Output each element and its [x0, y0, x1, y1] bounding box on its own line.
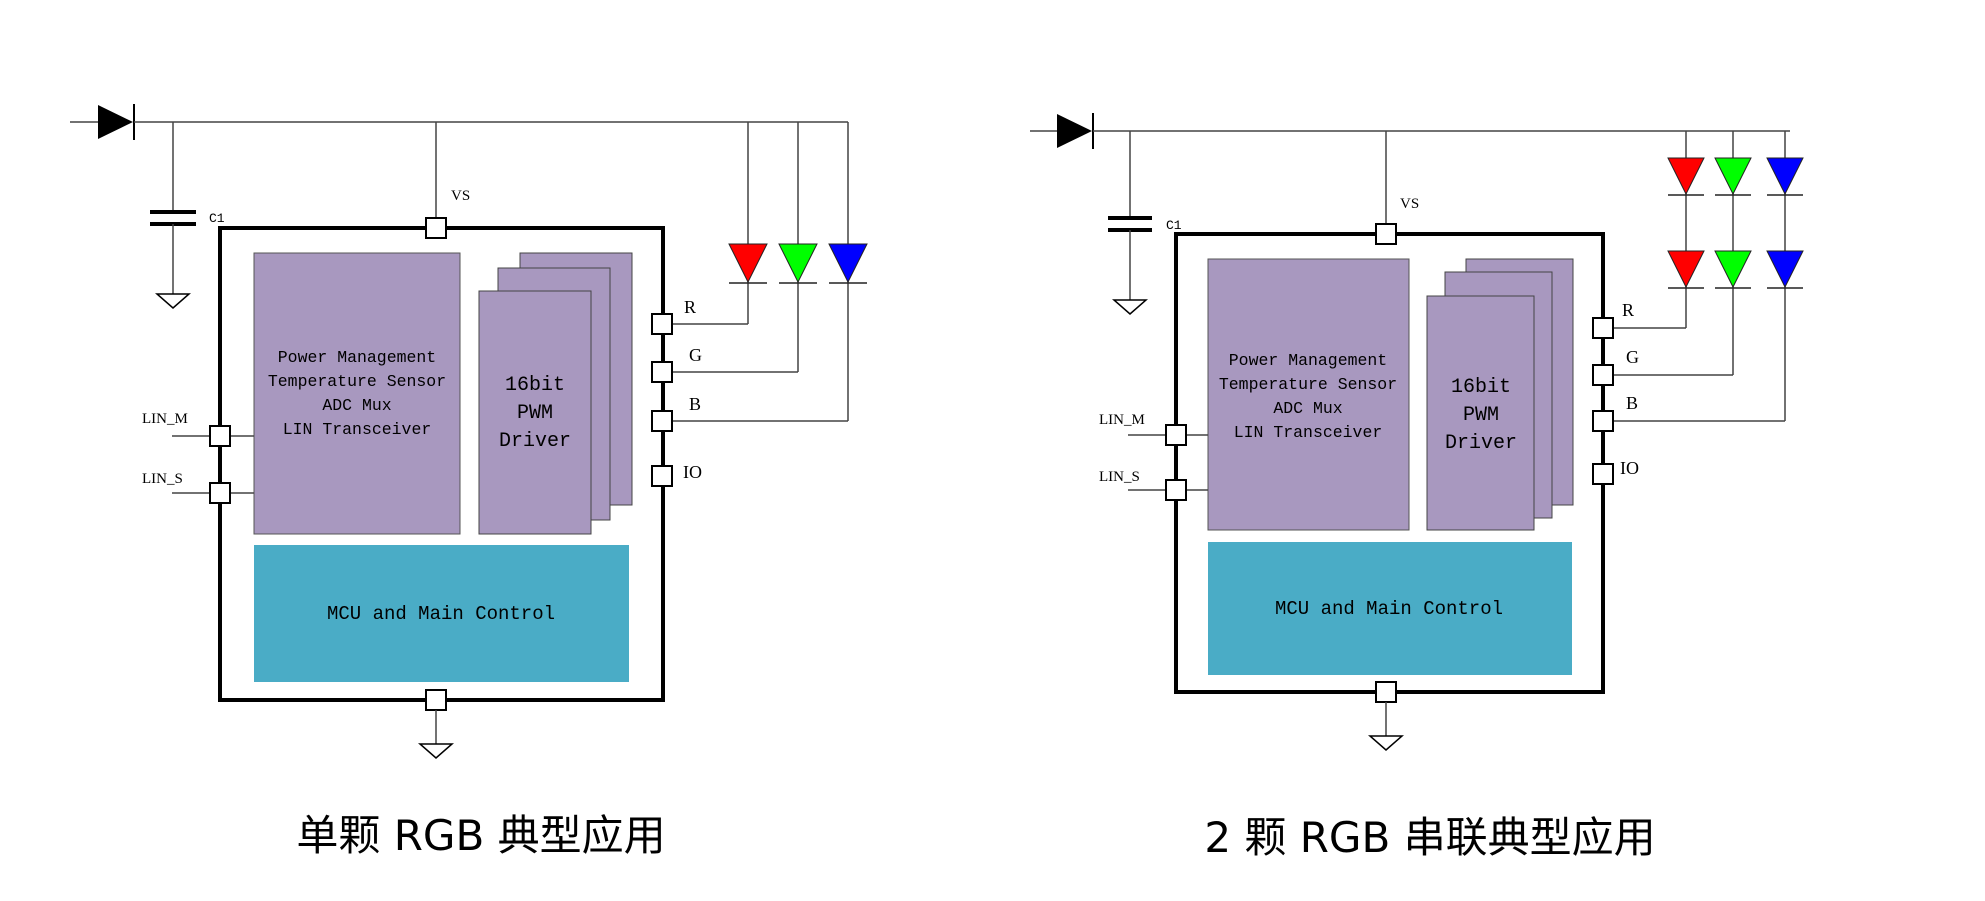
power-block-line: Temperature Sensor: [268, 372, 446, 391]
led-blue-icon: [1766, 157, 1804, 196]
pwm-block-line: 16bit: [1451, 376, 1511, 399]
pin-io: [651, 465, 673, 487]
pin-lin-m: [209, 425, 231, 447]
caption: 2 颗 RGB 串联典型应用: [1204, 813, 1655, 862]
supply-diode-icon: [1057, 114, 1092, 148]
pin-r-label: R: [684, 297, 696, 317]
pin-g: [1592, 364, 1614, 386]
pwm-block-front: [1426, 295, 1535, 531]
pin-r: [1592, 317, 1614, 339]
vs-label: VS: [451, 188, 470, 204]
pin-lin-m: [1165, 424, 1187, 446]
pin-b-label: B: [689, 394, 701, 414]
led-red-icon: [1667, 250, 1705, 289]
power-block-line: Power Management: [278, 348, 436, 367]
pin-gnd: [425, 689, 447, 711]
ground-icon: [418, 743, 454, 759]
led-red-icon: [1667, 157, 1705, 196]
pwm-block-front: [478, 290, 592, 535]
pwm-block-line: PWM: [1463, 404, 1499, 427]
right-diagram: C1 VS Power Management Temperature Senso…: [1030, 113, 1804, 862]
power-management-block: [1207, 258, 1410, 531]
pin-g-label: G: [1626, 347, 1639, 367]
led-green-icon: [1714, 157, 1752, 196]
left-diagram: C1 VS Power Management Temperature Senso…: [70, 104, 868, 860]
pin-io-label: IO: [1620, 458, 1639, 478]
pin-b-label: B: [1626, 393, 1638, 413]
mcu-block-label: MCU and Main Control: [327, 603, 555, 625]
mcu-block: [254, 545, 629, 682]
ground-icon: [155, 293, 191, 309]
pin-lin-m-label: LIN_M: [142, 411, 188, 427]
pwm-block-line: Driver: [499, 430, 571, 453]
power-block-line: ADC Mux: [322, 396, 391, 415]
pin-r: [651, 313, 673, 335]
vs-label: VS: [1400, 196, 1419, 212]
pwm-block-line: PWM: [517, 402, 553, 425]
power-management-block: [253, 252, 461, 535]
ground-icon: [1368, 735, 1404, 751]
caption: 单颗 RGB 典型应用: [296, 811, 665, 860]
cap-label: C1: [1166, 218, 1182, 233]
pin-lin-s: [209, 482, 231, 504]
led-red-icon: [728, 243, 768, 284]
pin-lin-s-label: LIN_S: [142, 471, 183, 487]
power-block-line: LIN Transceiver: [283, 420, 432, 439]
cap-label: C1: [209, 211, 225, 226]
mcu-block-label: MCU and Main Control: [1275, 598, 1503, 620]
led-blue-icon: [828, 243, 868, 284]
pin-g: [651, 361, 673, 383]
led-green-icon: [1714, 250, 1752, 289]
pin-b: [651, 410, 673, 432]
pin-b: [1592, 410, 1614, 432]
led-green-icon: [778, 243, 818, 284]
pin-lin-s-label: LIN_S: [1099, 469, 1140, 485]
power-block-line: LIN Transceiver: [1234, 423, 1383, 442]
pin-vs: [1375, 223, 1397, 245]
led-blue-icon: [1766, 250, 1804, 289]
pwm-block-line: Driver: [1445, 432, 1517, 455]
pin-r-label: R: [1622, 300, 1634, 320]
mcu-block: [1208, 542, 1572, 675]
supply-diode-icon: [98, 105, 133, 139]
pin-gnd: [1375, 681, 1397, 703]
power-block-line: ADC Mux: [1273, 399, 1342, 418]
pin-io: [1592, 463, 1614, 485]
pin-lin-m-label: LIN_M: [1099, 412, 1145, 428]
power-block-line: Power Management: [1229, 351, 1387, 370]
pin-vs: [425, 217, 447, 239]
pin-g-label: G: [689, 345, 702, 365]
pin-lin-s: [1165, 479, 1187, 501]
pin-io-label: IO: [683, 462, 702, 482]
ground-icon: [1112, 299, 1148, 315]
power-block-line: Temperature Sensor: [1219, 375, 1397, 394]
pwm-block-line: 16bit: [505, 374, 565, 397]
